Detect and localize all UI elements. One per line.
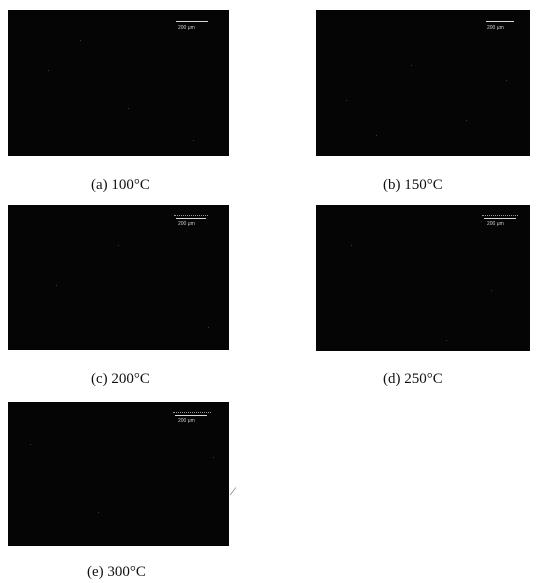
caption-e: (e) 300°C (87, 564, 146, 580)
scale-bar-a (176, 21, 208, 22)
scale-label-b: 200 μm (487, 25, 504, 31)
scale-ticks-d (482, 215, 518, 217)
scale-bar-d (484, 218, 516, 219)
caption-c: (c) 200°C (91, 371, 150, 387)
micrograph-c: 200 μm (8, 205, 229, 350)
micrograph-e: 200 μm (8, 402, 229, 546)
micrograph-d: 200 μm (316, 205, 530, 351)
scale-ticks-e (173, 412, 211, 414)
scale-ticks-c (174, 215, 208, 217)
scale-label-d: 200 μm (487, 221, 504, 227)
scale-label-a: 200 μm (178, 25, 195, 31)
stray-mark: ⁄ (232, 484, 235, 498)
scale-bar-c (176, 218, 206, 219)
scale-label-c: 200 μm (178, 221, 195, 227)
micrograph-a: 200 μm (8, 10, 229, 156)
scale-label-e: 200 μm (178, 418, 195, 424)
caption-b: (b) 150°C (383, 177, 443, 193)
caption-d: (d) 250°C (383, 371, 443, 387)
caption-a: (a) 100°C (91, 177, 150, 193)
scale-bar-b (486, 21, 514, 22)
scale-bar-e (175, 415, 207, 416)
micrograph-b: 200 μm (316, 10, 530, 156)
